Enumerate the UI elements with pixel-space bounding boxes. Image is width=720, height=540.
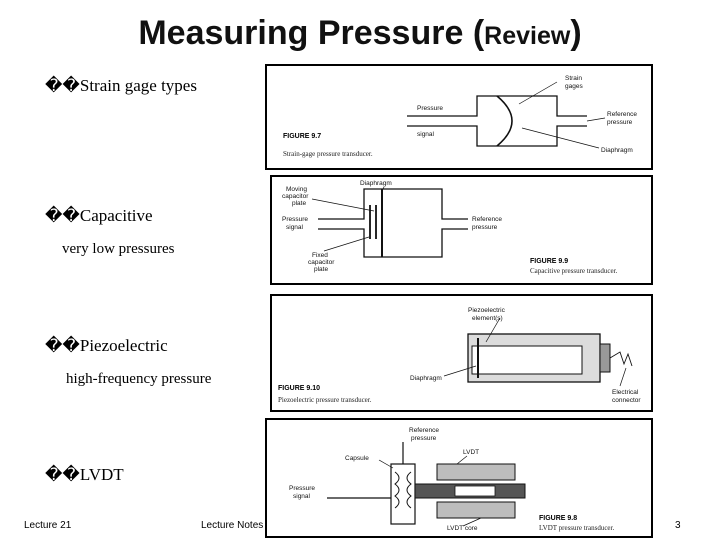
- label-reference: Reference: [409, 427, 439, 434]
- bullet-strain-gage: ��Strain gage types: [45, 76, 197, 96]
- figure-caption: FIGURE 9.8: [539, 515, 577, 522]
- figure-subcaption: Piezoelectric pressure transducer.: [278, 396, 372, 404]
- piezoelectric-diagram: Piezoelectric element(s) Diaphragm Elect…: [278, 307, 641, 404]
- label-piezoelectric: Piezoelectric: [468, 307, 506, 314]
- label-diaphragm: Diaphragm: [410, 375, 442, 382]
- label-strain: Strain: [565, 75, 582, 82]
- figure-piezoelectric: Piezoelectric element(s) Diaphragm Elect…: [270, 294, 653, 412]
- label-signal: signal: [293, 493, 311, 500]
- label-fixed-capacitor: capacitor: [308, 259, 335, 266]
- title-review: Review: [484, 22, 571, 50]
- capacitive-diagram: Moving capacitor plate Diaphragm Pressur…: [282, 180, 618, 275]
- figure-lvdt: Reference pressure Capsule LVDT Pressure…: [265, 418, 653, 538]
- label-fixed-plate: plate: [314, 266, 328, 273]
- label-fixed: Fixed: [312, 252, 328, 259]
- capsule-bellows: [394, 471, 400, 509]
- footer-page-number: 3: [675, 520, 681, 531]
- bullet-marker: ��: [45, 76, 80, 95]
- figure-strain-gage: Strain gages Pressure signal Reference p…: [265, 64, 653, 170]
- label-diaphragm: Diaphragm: [601, 147, 633, 154]
- figure-subcaption: Capacitive pressure transducer.: [530, 267, 618, 275]
- label-moving: Moving: [286, 186, 307, 193]
- label-signal: signal: [417, 131, 435, 138]
- bullet-marker: ��: [45, 465, 80, 484]
- label-reference-pressure: pressure: [607, 119, 633, 126]
- bullet-capacitive: ��Capacitive: [45, 206, 153, 226]
- bullet-lvdt: ��LVDT: [45, 465, 124, 485]
- bullet-piezoelectric: ��Piezoelectric: [45, 336, 168, 356]
- bullet-marker: ��: [45, 336, 80, 355]
- label-reference-pressure: pressure: [411, 435, 437, 442]
- figure-subcaption: Strain-gage pressure transducer.: [283, 150, 373, 158]
- label-capacitor: capacitor: [282, 193, 309, 200]
- label-diaphragm: Diaphragm: [360, 180, 392, 187]
- figure-capacitive: Moving capacitor plate Diaphragm Pressur…: [270, 175, 653, 285]
- label-pressure: Pressure: [282, 216, 308, 223]
- label-reference-pressure: pressure: [472, 224, 498, 231]
- bullet-text: Piezoelectric: [79, 336, 168, 355]
- label-reference: Reference: [472, 216, 502, 223]
- bullet-text: Capacitive: [79, 206, 153, 225]
- footer-lecture: Lecture 21: [24, 520, 72, 531]
- figure-caption: FIGURE 9.10: [278, 385, 320, 392]
- bullet-text: LVDT: [79, 465, 124, 484]
- figure-caption: FIGURE 9.9: [530, 258, 568, 265]
- figure-caption: FIGURE 9.7: [283, 133, 321, 140]
- title-main: Measuring Pressure (: [138, 14, 485, 52]
- label-pressure: Pressure: [417, 105, 443, 112]
- label-lvdt-core: LVDT core: [447, 525, 478, 532]
- title-close: ): [570, 14, 582, 52]
- label-element: element(s): [472, 315, 503, 322]
- label-plate: plate: [292, 200, 306, 207]
- label-pressure: Pressure: [289, 485, 315, 492]
- slide-title: Measuring Pressure (Review): [0, 14, 720, 53]
- label-lvdt: LVDT: [463, 449, 479, 456]
- strain-gage-diagram: Strain gages Pressure signal Reference p…: [283, 75, 637, 158]
- label-capsule: Capsule: [345, 455, 369, 462]
- footer-notes: Lecture Notes: [201, 520, 264, 531]
- bullet-marker: ��: [45, 206, 80, 225]
- diaphragm-shape: [496, 95, 513, 147]
- figure-subcaption: LVDT pressure transducer.: [539, 524, 614, 532]
- bullet-note-piezoelectric: high-frequency pressure: [66, 371, 212, 387]
- label-reference: Reference: [607, 111, 637, 118]
- bullet-text: Strain gage types: [79, 76, 197, 95]
- lvdt-diagram: Reference pressure Capsule LVDT Pressure…: [289, 427, 614, 532]
- label-connector: connector: [612, 397, 641, 404]
- bullet-note-capacitive: very low pressures: [62, 241, 175, 257]
- label-electrical: Electrical: [612, 389, 639, 396]
- label-gages: gages: [565, 83, 583, 90]
- label-signal: signal: [286, 224, 304, 231]
